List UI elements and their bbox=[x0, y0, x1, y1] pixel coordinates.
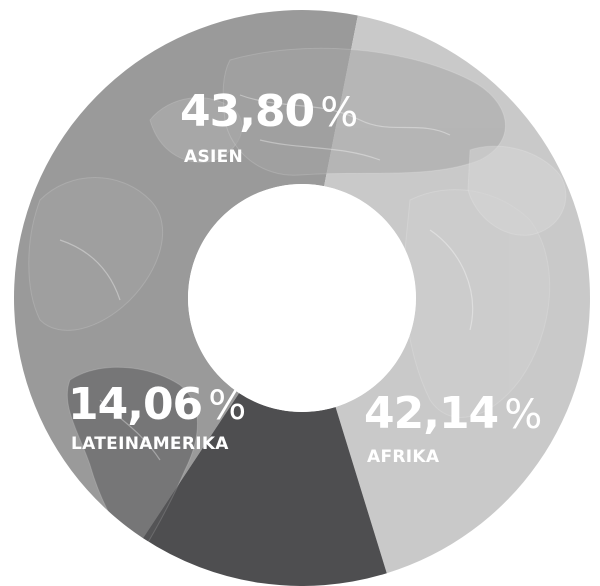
value-label-lateinamerika: 14,06% bbox=[68, 379, 246, 430]
map-coast-line bbox=[59, 239, 121, 301]
category-label-asien: ASIEN bbox=[184, 147, 243, 167]
map-coast-line bbox=[259, 139, 381, 161]
world-map-overlay bbox=[28, 47, 567, 556]
map-coast-line bbox=[99, 399, 161, 461]
category-label-lateinamerika: LATEINAMERIKA bbox=[71, 434, 229, 454]
map-coast-line bbox=[239, 94, 451, 136]
slice-lateinamerika bbox=[143, 393, 387, 586]
map-land-shape bbox=[66, 366, 198, 556]
donut-hole bbox=[188, 184, 416, 412]
value-label-afrika: 42,14% bbox=[364, 388, 542, 439]
category-label-afrika: AFRIKA bbox=[367, 447, 440, 467]
map-land-shape bbox=[222, 47, 506, 176]
map-land-shape bbox=[467, 145, 567, 236]
label-lateinamerika: 14,06% LATEINAMERIKA bbox=[68, 379, 246, 454]
value-label-asien: 43,80% bbox=[180, 86, 358, 137]
label-asien: 43,80% ASIEN bbox=[180, 86, 358, 167]
map-land-shape bbox=[28, 177, 164, 331]
label-afrika: 42,14% AFRIKA bbox=[364, 388, 542, 467]
map-coast-line bbox=[429, 229, 474, 331]
